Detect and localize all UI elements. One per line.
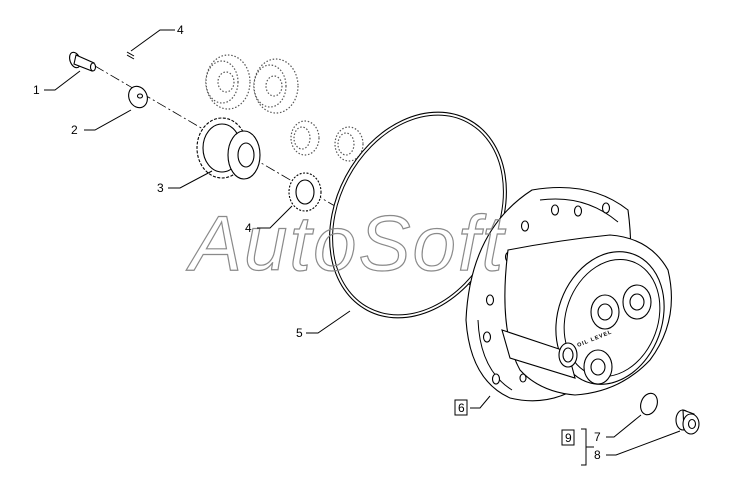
phantom-gear-left bbox=[205, 54, 251, 110]
callout-9-box bbox=[561, 429, 575, 446]
part-3-planet-gear bbox=[196, 117, 261, 180]
callout-4-roll-pin: 4 bbox=[177, 23, 184, 37]
autosoft-watermark: AutoSoft bbox=[186, 199, 507, 287]
callout-8: 8 bbox=[594, 448, 601, 462]
callout-6: 6 bbox=[458, 401, 465, 415]
callout-3: 3 bbox=[157, 181, 164, 195]
leader-lines bbox=[44, 29, 681, 466]
callout-4-bearing: 4 bbox=[245, 221, 252, 235]
callout-5: 5 bbox=[296, 326, 303, 340]
callout-9: 9 bbox=[565, 431, 572, 445]
callout-7: 7 bbox=[594, 430, 601, 444]
part-4-roll-pin bbox=[126, 51, 135, 60]
part-4-needle-bearing bbox=[288, 172, 322, 212]
phantom-bearing-right bbox=[334, 126, 364, 162]
callout-2: 2 bbox=[71, 123, 78, 137]
part-8-plug bbox=[675, 409, 700, 435]
part-7-small-o-ring bbox=[640, 392, 658, 416]
part-6-hub-housing: OIL LEVEL bbox=[465, 186, 672, 402]
callout-1: 1 bbox=[33, 83, 40, 97]
phantom-bearing-left bbox=[290, 120, 320, 156]
callout-6-box bbox=[454, 399, 468, 416]
phantom-gear-right bbox=[253, 58, 299, 114]
part-1-pin bbox=[69, 51, 97, 72]
part-2-washer bbox=[128, 85, 148, 109]
